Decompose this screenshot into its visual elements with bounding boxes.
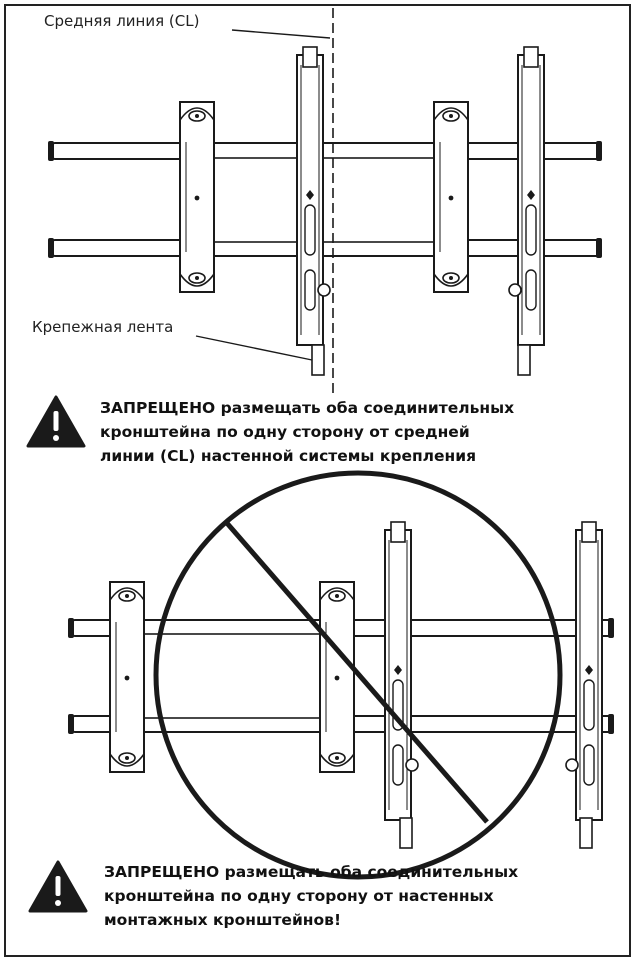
warning-triangle-top bbox=[26, 395, 86, 448]
wall-plate-right-bottom bbox=[319, 581, 355, 773]
warning-top-line-3: линии (CL) настенной системы крепления bbox=[100, 447, 477, 465]
wall-plate-left-bottom bbox=[109, 581, 145, 773]
warning-bottom-line-1: ЗАПРЕЩЕНО размещать оба соединительных bbox=[104, 863, 519, 881]
warning-bottom-line-2: кронштейна по одну сторону от настенных bbox=[104, 887, 494, 905]
diagram-frame bbox=[4, 4, 631, 957]
wall-plate-left bbox=[179, 101, 215, 293]
screen-bracket-right bbox=[517, 46, 545, 346]
screen-bracket-left-bottom bbox=[384, 521, 412, 821]
prohibition-circle bbox=[153, 470, 563, 880]
warning-bottom-text: ЗАПРЕЩЕНО размещать оба соединительных к… bbox=[104, 860, 518, 932]
mounting-strap-label: Крепежная лента bbox=[32, 318, 174, 336]
warning-top-line-1: ЗАПРЕЩЕНО размещать оба соединительных bbox=[100, 399, 515, 417]
screen-bracket-right-bottom bbox=[575, 521, 603, 821]
screen-bracket-left bbox=[296, 46, 324, 346]
warning-triangle-bottom bbox=[28, 860, 88, 913]
warning-bottom: ЗАПРЕЩЕНО размещать оба соединительных к… bbox=[104, 860, 518, 932]
wall-plate-right bbox=[433, 101, 469, 293]
centerline-label: Средняя линия (CL) bbox=[44, 12, 200, 30]
warning-bottom-line-3: монтажных кронштейнов! bbox=[104, 911, 342, 929]
warning-top-line-2: кронштейна по одну сторону от средней bbox=[100, 423, 470, 441]
prohibition-slash bbox=[224, 520, 489, 824]
warning-top-text: ЗАПРЕЩЕНО размещать оба соединительных к… bbox=[100, 396, 514, 468]
warning-top: ЗАПРЕЩЕНО размещать оба соединительных к… bbox=[100, 396, 514, 468]
